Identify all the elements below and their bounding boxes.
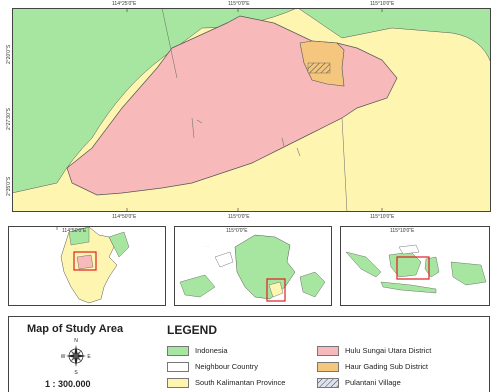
top-tick-2: 115°0'0"E [228, 1, 250, 7]
map-title: Map of Study Area [27, 323, 124, 335]
main-map-canvas [12, 8, 491, 212]
inset-tick-3: 115°10'0"E [390, 228, 415, 234]
compass-icon: N W E S [61, 338, 91, 375]
legend-heading: LEGEND [167, 323, 218, 337]
legend-swatch-neighbour [167, 362, 189, 372]
legend-label-haur-gading: Haur Gading Sub District [345, 362, 428, 371]
legend-label-neighbour: Neighbour Country [195, 362, 258, 371]
inset-map-kalimantan: . . . [174, 226, 332, 306]
compass-n: N [74, 338, 78, 344]
legend-label-indonesia: Indonesia [195, 346, 228, 355]
legend-swatch-pulantani [317, 378, 339, 388]
bottom-tick-2: 115°0'0"E [228, 214, 250, 220]
map-scale: 1 : 300.000 [45, 379, 91, 389]
legend-swatch-south-kalimantan [167, 378, 189, 388]
inset-map-indonesia [340, 226, 490, 306]
svg-text:. . .: . . . [205, 244, 209, 248]
legend-label-hulu-sungai: Hulu Sungai Utara District [345, 346, 432, 355]
legend-swatch-haur-gading [317, 362, 339, 372]
main-map: 114°25'0"E 115°0'0"E 115°10'0"E 2°20'0"S… [6, 1, 491, 220]
bottom-tick-3: 115°10'0"E [370, 214, 395, 220]
top-tick-3: 115°10'0"E [370, 1, 395, 7]
bottom-tick-1: 114°50'0"E [112, 214, 137, 220]
inset-tick-2: 115°0'0"E [226, 228, 248, 234]
legend-label-pulantani: Pulantani Village [345, 378, 401, 387]
compass-e: E [87, 354, 91, 360]
legend-swatch-hulu-sungai [317, 346, 339, 356]
top-tick-1: 114°25'0"E [112, 1, 137, 7]
compass-s: S [74, 370, 78, 375]
compass-w: W [61, 354, 66, 360]
legend-panel: Map of Study Area N W E S 1 : 300.000 LE… [8, 316, 490, 392]
inset-map-south-kalimantan [8, 226, 166, 306]
inset-tick-1: 114°50'0"E [62, 228, 87, 234]
legend-swatch-indonesia [167, 346, 189, 356]
legend-label-south-kalimantan: South Kalimantan Province [195, 378, 286, 387]
